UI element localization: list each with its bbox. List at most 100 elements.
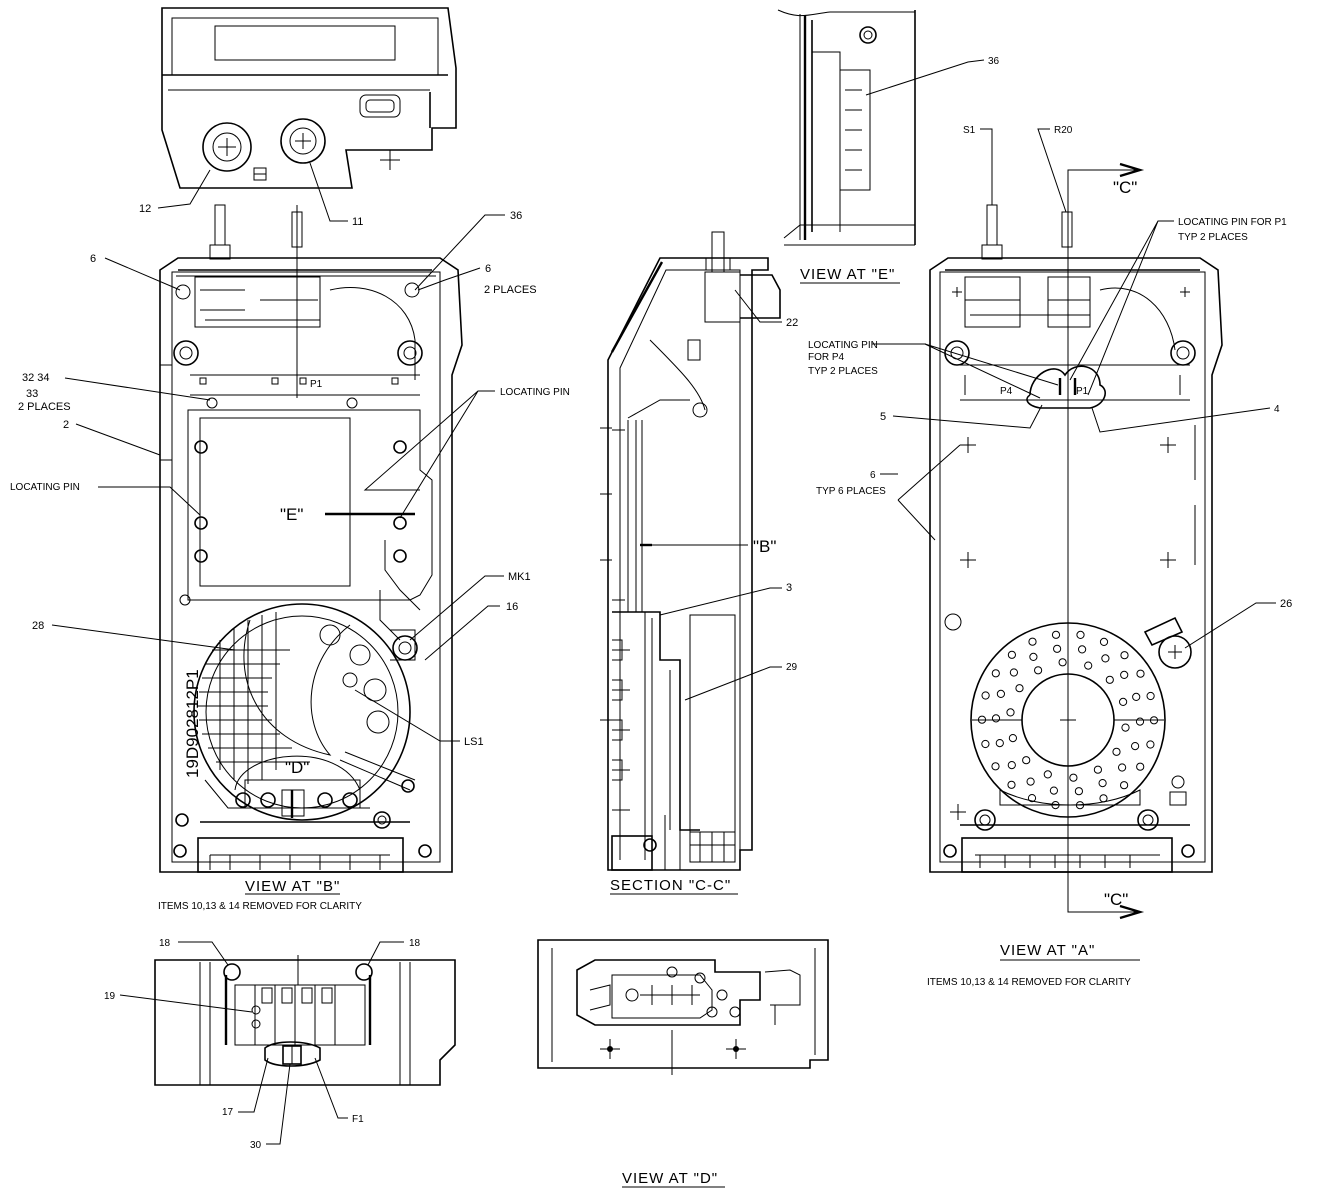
callout-6-left: 6 <box>90 253 96 265</box>
grille-hole <box>1098 779 1107 788</box>
callout-12: 12 <box>139 203 151 215</box>
grille-hole <box>1105 675 1114 684</box>
grille-hole <box>1076 630 1085 640</box>
grille-hole <box>1069 773 1078 782</box>
callout-32-34: 32 34 <box>22 372 50 384</box>
grille-hole <box>1008 734 1018 743</box>
grille-hole <box>991 714 1001 723</box>
grille-hole <box>1006 708 1015 717</box>
callout-locating-pin-p4-line1: LOCATING PIN <box>808 340 878 351</box>
view-e-detail <box>777 9 916 246</box>
callout-mk1: MK1 <box>508 571 531 583</box>
grille-hole <box>981 691 990 700</box>
section-c-c-caption: SECTION "C-C" <box>610 877 731 894</box>
callout-36-left: 36 <box>510 210 522 222</box>
grille-hole <box>991 762 1000 771</box>
grille-hole <box>1146 691 1155 701</box>
callout-ls1: LS1 <box>464 736 484 748</box>
grille-hole <box>1084 661 1093 670</box>
callout-36-right: 36 <box>988 56 1000 67</box>
view-b-caption: VIEW AT "B" <box>245 878 340 895</box>
grille-hole <box>1007 780 1016 789</box>
grille-hole <box>1132 692 1141 702</box>
callout-33: 33 <box>26 388 38 400</box>
grille-hole <box>1058 658 1067 667</box>
grille-hole <box>1120 651 1129 660</box>
grille-hole <box>1120 781 1129 790</box>
callout-11: 11 <box>352 216 363 228</box>
section-c-c <box>600 231 781 871</box>
p1-small-label: P1 <box>310 379 323 390</box>
grille-hole <box>1078 645 1087 654</box>
grille-hole <box>1029 652 1038 662</box>
grille-hole <box>1135 717 1145 726</box>
callout-5: 5 <box>880 411 886 423</box>
view-a-caption: VIEW AT "A" <box>1000 942 1095 959</box>
e-view-marker: "E" <box>280 505 303 524</box>
callout-18-right: 18 <box>409 938 421 949</box>
grille-hole <box>1149 716 1159 725</box>
view-a-housing: P4 P1 <box>929 204 1223 873</box>
grille-hole <box>1112 747 1121 756</box>
speaker-grille-holes <box>977 630 1159 810</box>
p1-label: P1 <box>1076 386 1089 397</box>
callout-30: 30 <box>250 1140 262 1151</box>
view-b-housing: P1 "D" <box>159 204 463 873</box>
grille-hole <box>1146 740 1155 749</box>
grille-hole <box>1136 669 1145 678</box>
c-section-marker-top: "C" <box>1113 178 1137 197</box>
grille-hole <box>1026 777 1035 786</box>
grille-hole <box>1027 794 1037 803</box>
grille-hole <box>1051 630 1061 639</box>
grille-hole <box>1093 765 1103 774</box>
grille-hole <box>1099 637 1109 647</box>
view-b-note: ITEMS 10,13 & 14 REMOVED FOR CLARITY <box>158 901 362 912</box>
callout-29: 29 <box>786 662 798 673</box>
view-a-note: ITEMS 10,13 & 14 REMOVED FOR CLARITY <box>927 977 1131 988</box>
grille-hole <box>1015 684 1024 693</box>
grille-hole <box>1034 666 1043 675</box>
grille-hole <box>996 689 1006 699</box>
d-view-marker: "D" <box>285 758 309 777</box>
callout-6-right: 6 <box>485 263 491 275</box>
grille-hole <box>1049 786 1059 795</box>
callout-2-places: 2 PLACES <box>484 284 537 296</box>
callout-18-left: 18 <box>159 938 171 949</box>
grille-hole <box>991 669 1000 678</box>
callout-typ-2-places-p4: TYP 2 PLACES <box>808 366 878 377</box>
callout-typ-6-places: TYP 6 PLACES <box>816 486 886 497</box>
callout-4: 4 <box>1274 404 1280 415</box>
grille-hole <box>1007 650 1017 659</box>
view-e-caption: VIEW AT "E" <box>800 266 895 283</box>
b-view-marker: "B" <box>753 537 776 556</box>
c-section-marker-bottom: "C" <box>1104 890 1128 909</box>
callout-2-places-b: 2 PLACES <box>18 401 71 413</box>
callout-6-typ: 6 <box>870 470 876 481</box>
callout-28: 28 <box>32 620 44 632</box>
callout-s1: S1 <box>963 125 976 136</box>
top-connector-view <box>161 7 457 189</box>
callout-typ-2-places-p1: TYP 2 PLACES <box>1178 232 1248 243</box>
callout-17: 17 <box>222 1107 234 1118</box>
grille-hole <box>1136 762 1145 771</box>
grille-hole <box>1131 742 1140 751</box>
callout-19: 19 <box>104 991 116 1002</box>
grille-hole <box>1101 654 1110 663</box>
callout-r20: R20 <box>1054 125 1073 136</box>
callout-locating-pin-p1: LOCATING PIN FOR P1 <box>1178 217 1287 228</box>
p4-label: P4 <box>1000 386 1013 397</box>
part-number-stamp: 19D902812P1 <box>183 669 202 778</box>
callout-locating-pin-p4-line2: FOR P4 <box>808 352 845 363</box>
grille-hole <box>1028 637 1037 646</box>
grille-hole <box>1043 770 1052 779</box>
grille-hole <box>1053 644 1062 653</box>
callout-f1: F1 <box>352 1114 364 1125</box>
grille-hole <box>981 739 990 749</box>
grille-hole <box>1118 763 1127 772</box>
grille-hole <box>1120 670 1129 680</box>
grille-hole <box>1121 723 1130 732</box>
callout-22: 22 <box>786 317 798 329</box>
grille-hole <box>1119 697 1128 707</box>
